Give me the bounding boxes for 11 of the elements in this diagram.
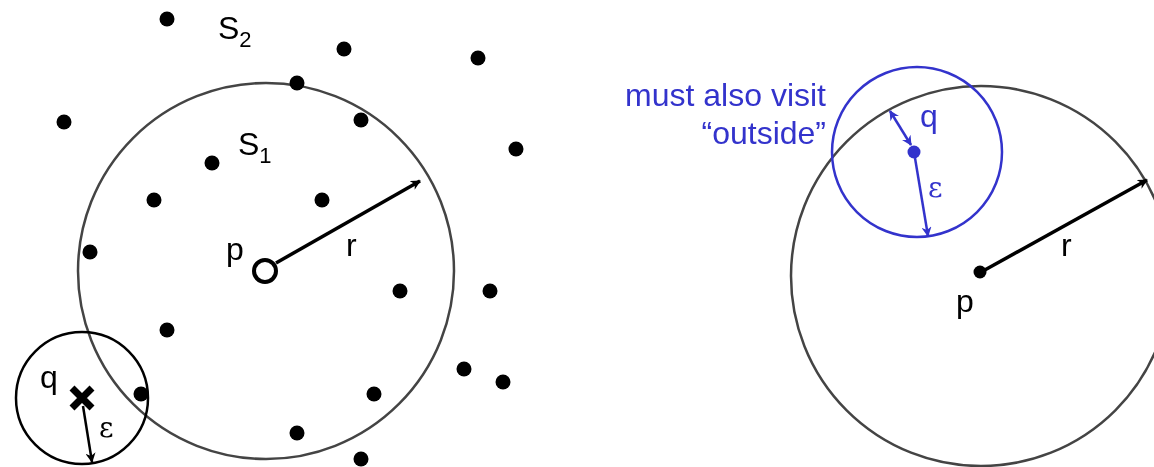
radius-label: r bbox=[346, 227, 357, 263]
annotation-text: must also visit “outside” bbox=[624, 76, 826, 152]
set-label: S$_{1}$ bbox=[238, 126, 272, 162]
radius-label: ε bbox=[928, 170, 943, 206]
set-label: S$_{2}$ bbox=[218, 10, 252, 46]
point-label: q bbox=[40, 359, 58, 395]
radius-label: r bbox=[1061, 227, 1072, 263]
point-label: p bbox=[956, 283, 974, 319]
point-label: q bbox=[920, 98, 938, 134]
point-label: p bbox=[226, 231, 244, 267]
radius-label: ε bbox=[99, 410, 114, 446]
